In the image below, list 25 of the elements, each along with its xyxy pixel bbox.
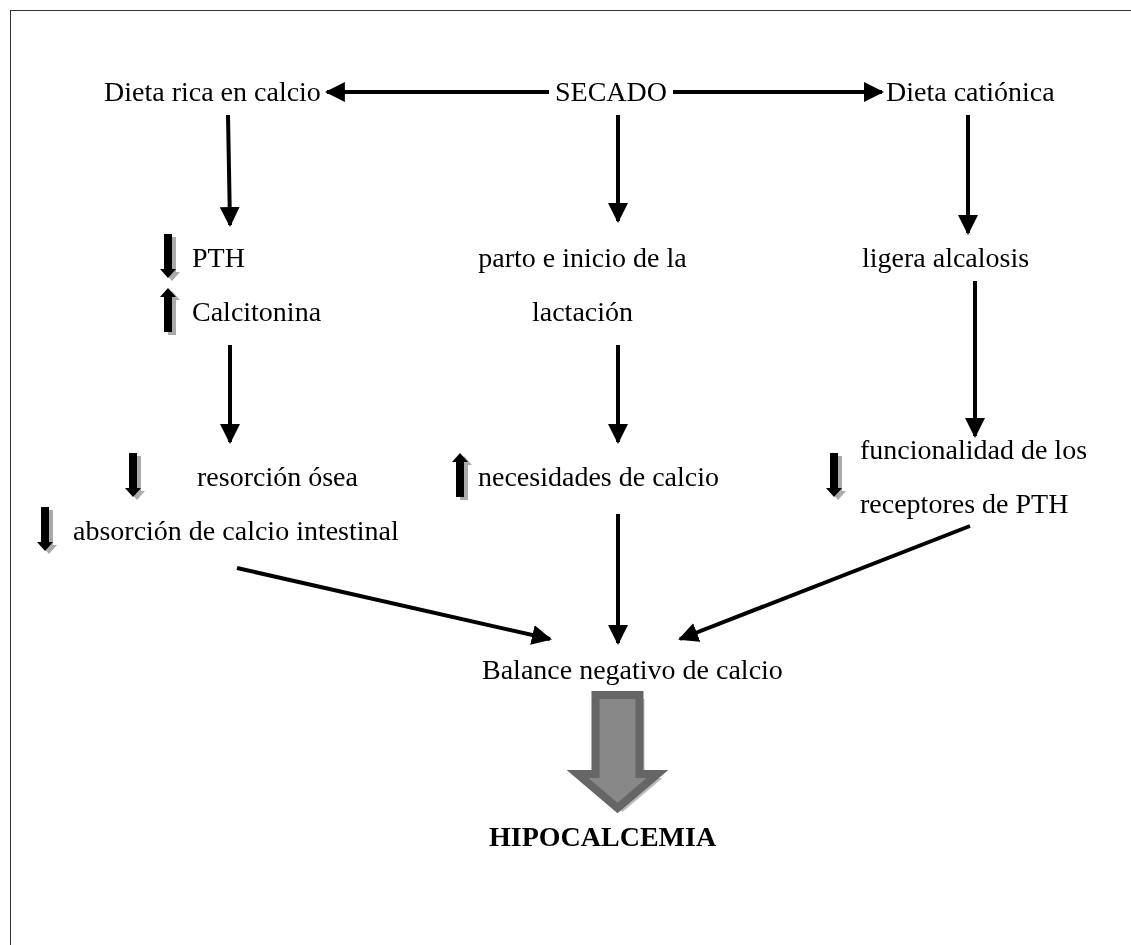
text-label: absorción de calcio intestinal — [73, 514, 399, 548]
arrow — [673, 82, 884, 102]
text-label: ligera alcalosis — [862, 241, 1030, 275]
text-label: funcionalidad de los receptores de PTH — [860, 433, 1089, 521]
text-label: Dieta rica en calcio — [104, 75, 321, 109]
arrow — [220, 345, 240, 444]
text-label: HIPOCALCEMIA — [489, 820, 717, 854]
arrow — [608, 115, 628, 223]
arrow — [608, 514, 628, 645]
arrow — [965, 281, 985, 438]
text-label: Balance negativo de calcio — [482, 653, 783, 687]
text-label: SECADO — [555, 75, 667, 109]
arrow — [608, 345, 628, 444]
arrow — [678, 524, 971, 642]
text-label: resorción ósea — [197, 460, 358, 494]
arrow — [236, 566, 552, 645]
text-label: parto e inicio de la lactación — [477, 241, 688, 329]
text-label: PTH — [192, 241, 245, 275]
text-label: necesidades de calcio — [478, 460, 719, 494]
arrow — [958, 115, 978, 235]
text-label: Calcitonina — [192, 295, 322, 329]
block-arrow — [566, 691, 669, 814]
arrow — [219, 114, 240, 227]
arrow — [324, 82, 549, 102]
text-label: Dieta catiónica — [886, 75, 1055, 109]
